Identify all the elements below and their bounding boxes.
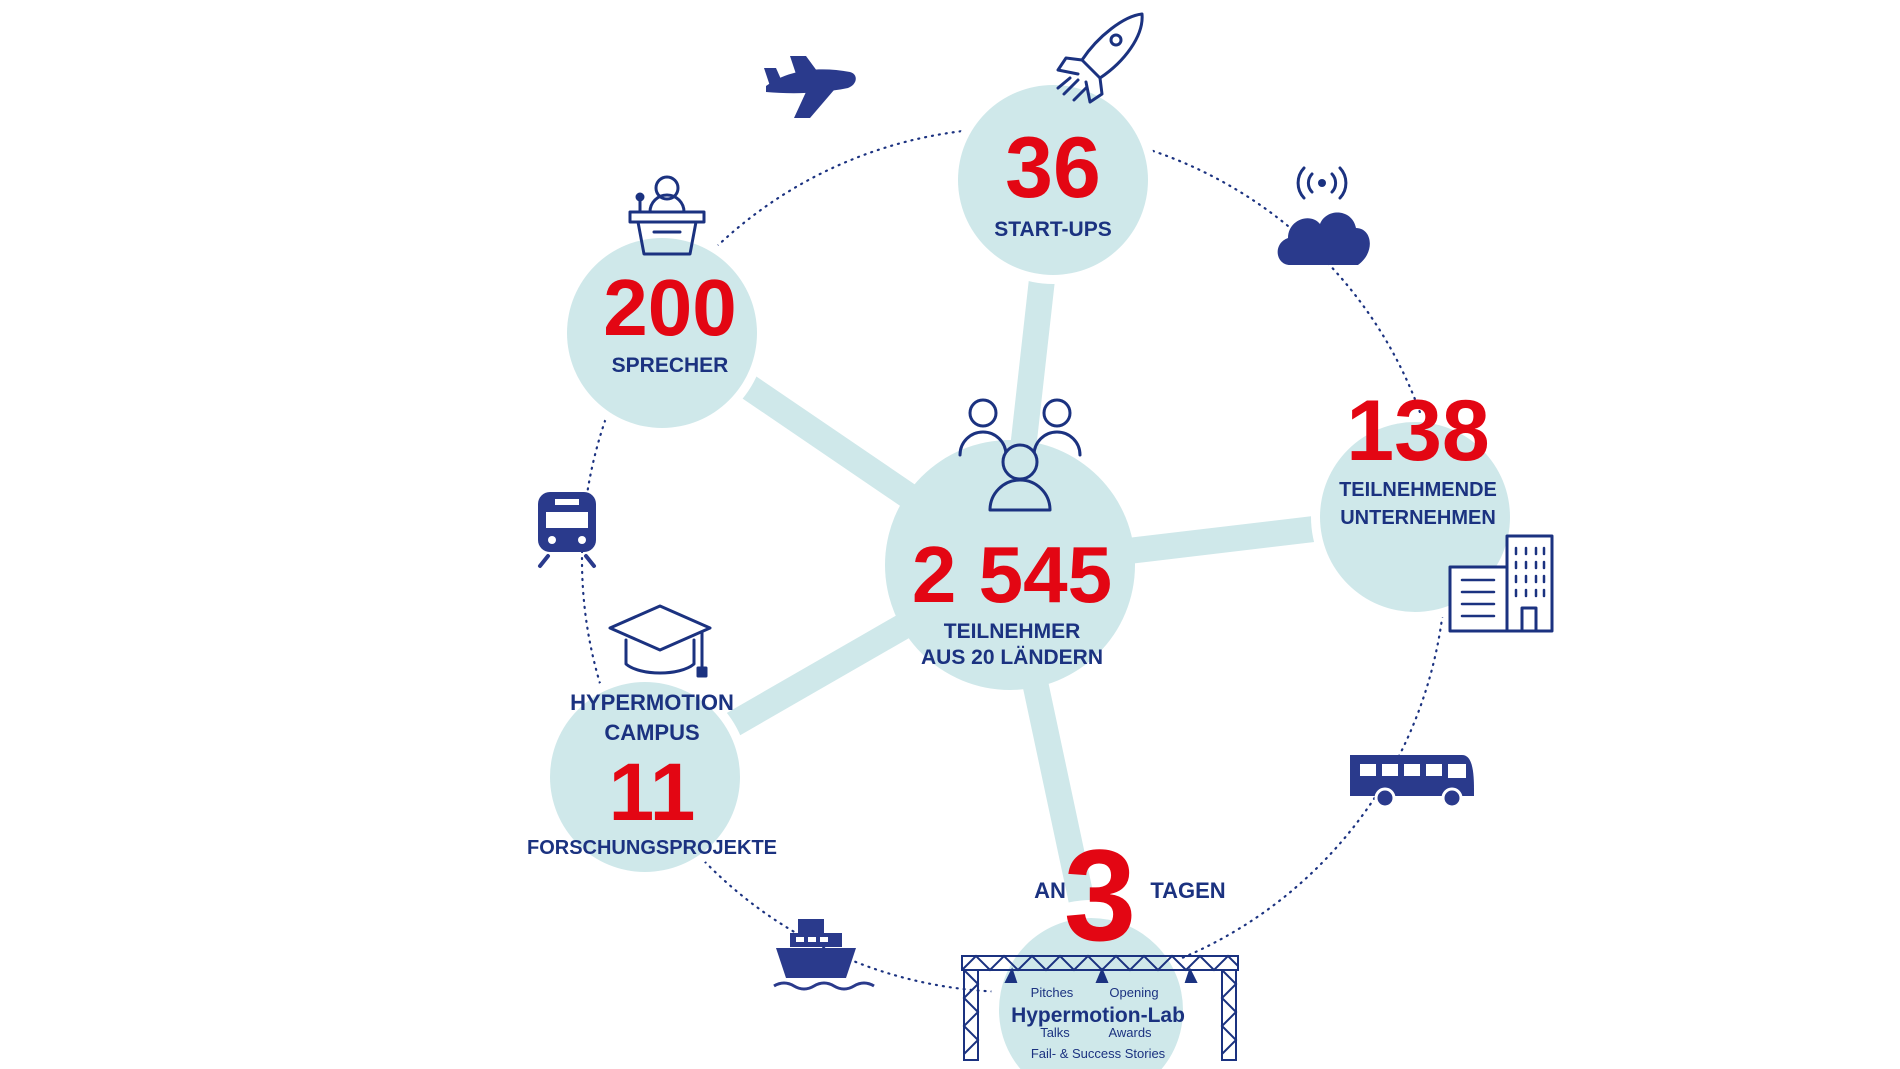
startups-label: START-UPS — [994, 218, 1111, 241]
companies-label-line1: TEILNEHMENDE — [1339, 479, 1497, 501]
center-value: 2 545 — [912, 530, 1112, 619]
center-label-line1: TEILNEHMER — [944, 620, 1081, 643]
companies-value: 138 — [1346, 383, 1490, 479]
days-value: 3 — [1064, 822, 1136, 968]
startups-value: 36 — [1005, 120, 1101, 216]
days-suffix: TAGEN — [1150, 878, 1225, 903]
rocket-icon — [1056, 12, 1144, 104]
airplane-icon — [764, 56, 856, 118]
stage-opening: Opening — [1109, 985, 1158, 1000]
center-label-line2: AUS 20 LÄNDERN — [921, 646, 1103, 669]
bus-icon — [1350, 755, 1474, 809]
campus-value: 11 — [609, 747, 696, 838]
people-group-icon — [958, 398, 1082, 512]
campus-title-line2: CAMPUS — [604, 720, 699, 745]
campus-node — [550, 682, 740, 872]
stage-lab: Hypermotion-Lab — [1011, 1004, 1185, 1027]
stage-pitches: Pitches — [1031, 985, 1074, 1000]
stage-truss-icon — [961, 954, 1239, 1061]
campus-label: FORSCHUNGSPROJEKTE — [527, 837, 777, 859]
speakers-value: 200 — [603, 263, 736, 352]
days-prefix: AN — [1034, 878, 1066, 903]
wifi-cloud-icon — [1277, 166, 1370, 265]
speakers-node — [567, 238, 757, 428]
speaker-podium-icon — [628, 175, 706, 256]
companies-label-line2: UNTERNEHMEN — [1340, 507, 1496, 529]
center-node — [885, 440, 1135, 690]
stage-talks: Talks — [1040, 1025, 1070, 1040]
stage-stories: Fail- & Success Stories — [1031, 1046, 1166, 1061]
graduation-cap-icon — [608, 604, 712, 678]
train-icon — [538, 492, 596, 568]
startups-node — [958, 85, 1148, 275]
companies-node — [1320, 422, 1510, 612]
speakers-label: SPRECHER — [612, 354, 729, 377]
campus-title-line1: HYPERMOTION — [570, 690, 734, 715]
office-building-icon — [1448, 534, 1554, 633]
ship-icon — [773, 919, 875, 991]
stage-awards: Awards — [1108, 1025, 1152, 1040]
